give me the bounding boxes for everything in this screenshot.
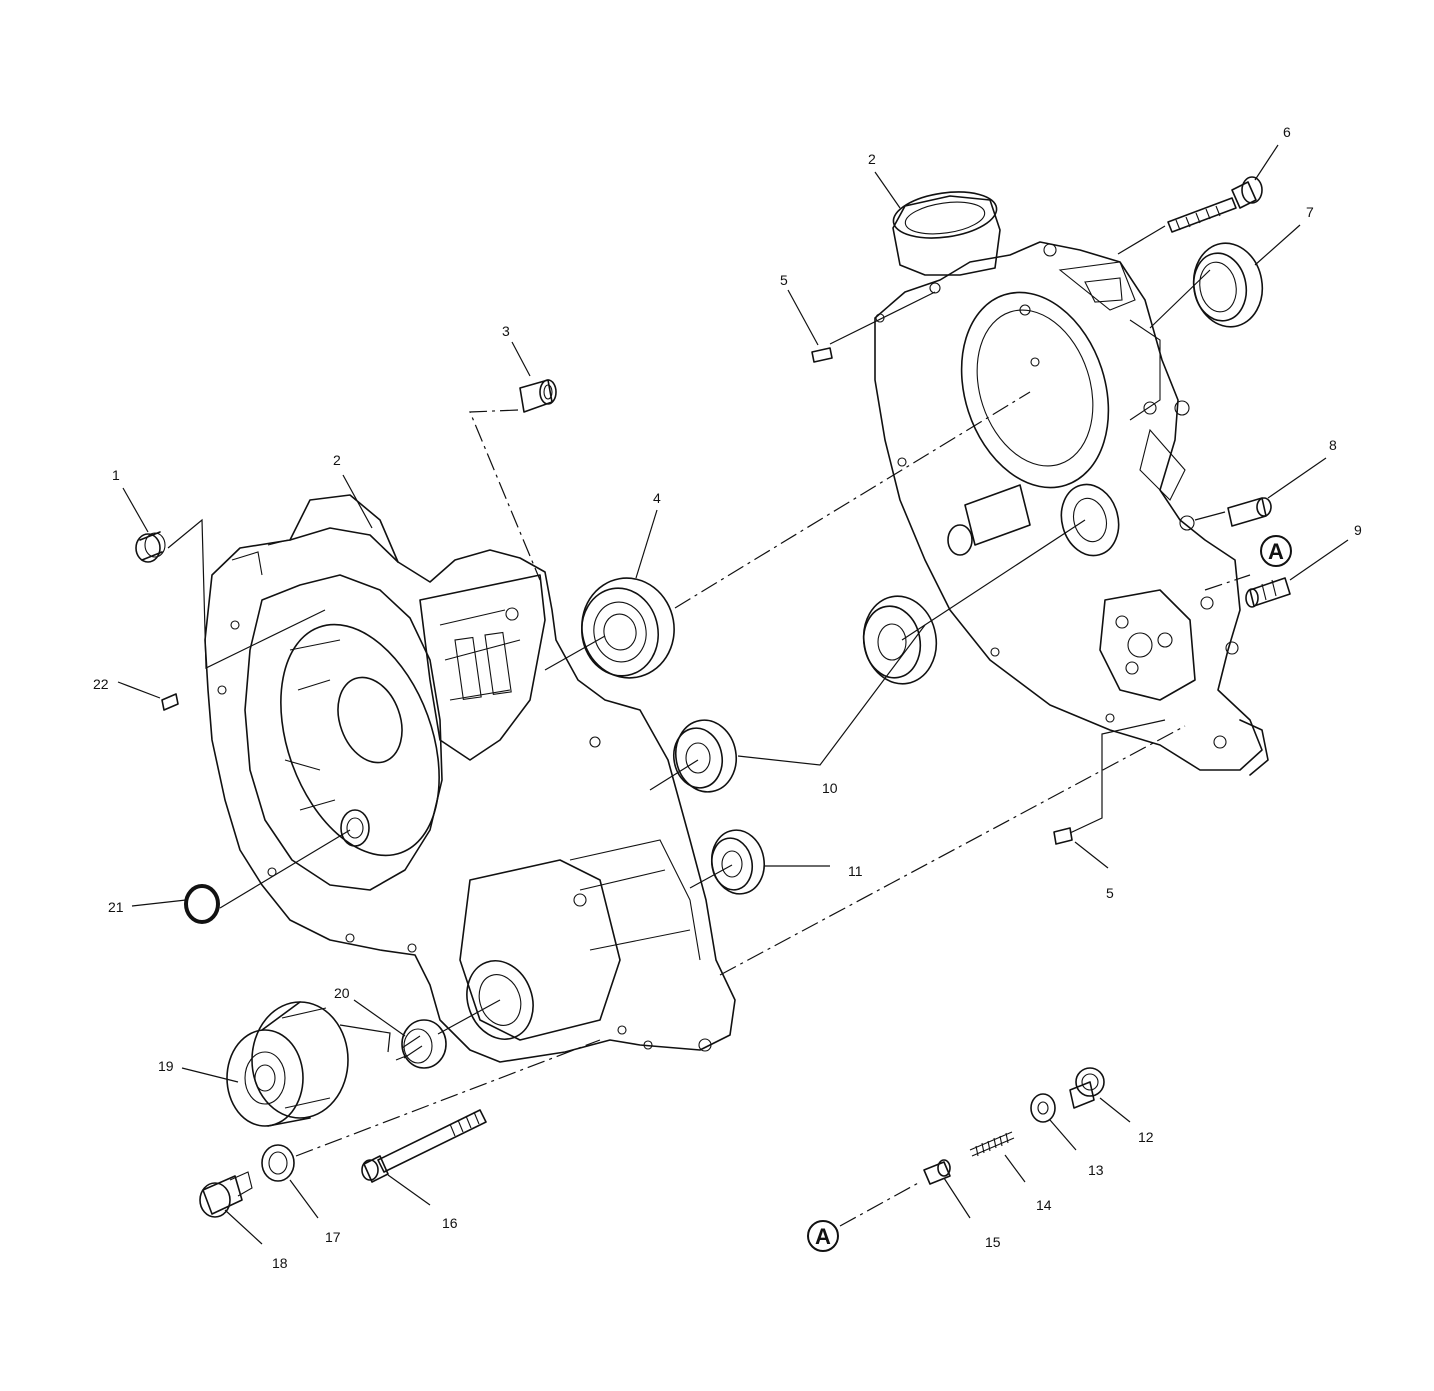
label-part-21: 21 <box>108 899 124 915</box>
left-crankcase-half <box>204 494 736 1063</box>
alignment-lines <box>167 225 1251 1227</box>
part-17-washer <box>261 1144 295 1182</box>
part-20-seal <box>401 1019 447 1069</box>
part-5-dowel-top <box>811 347 833 363</box>
reference-marker-a-lower: A <box>807 1220 839 1252</box>
part-3-bushing <box>519 379 557 413</box>
right-crankcase-half <box>874 191 1269 776</box>
part-12-bolt <box>1069 1067 1105 1109</box>
part-6-bolt <box>1167 176 1263 233</box>
label-part-14: 14 <box>1036 1197 1052 1213</box>
part-7-seal <box>1192 242 1264 328</box>
part-19-pulley <box>226 1001 349 1127</box>
part-11-bearing <box>710 829 766 895</box>
label-part-17: 17 <box>325 1229 341 1245</box>
part-8-pin <box>1227 497 1272 527</box>
label-part-8: 8 <box>1329 437 1337 453</box>
reference-marker-a-upper: A <box>1260 535 1292 567</box>
part-15-plunger <box>923 1159 951 1185</box>
part-13-washer <box>1030 1093 1056 1123</box>
part-5-dowel-bottom <box>1053 827 1073 845</box>
part-9-fitting <box>1245 577 1291 608</box>
label-part-22: 22 <box>93 676 109 692</box>
part-number-labels: 1 2 2 3 4 5 5 6 7 8 9 10 11 12 13 14 15 … <box>93 124 1362 1271</box>
label-part-12: 12 <box>1138 1129 1154 1145</box>
label-part-2-right: 2 <box>868 151 876 167</box>
part-4-bearing <box>581 577 675 679</box>
svg-text:A: A <box>1268 539 1284 564</box>
label-part-11: 11 <box>848 863 863 879</box>
label-part-15: 15 <box>985 1234 1001 1250</box>
label-part-9: 9 <box>1354 522 1362 538</box>
label-part-20: 20 <box>334 985 350 1001</box>
label-part-19: 19 <box>158 1058 174 1074</box>
label-part-6: 6 <box>1283 124 1291 140</box>
label-part-4: 4 <box>653 490 661 506</box>
part-1-bushing <box>135 531 166 563</box>
label-part-1: 1 <box>112 467 120 483</box>
part-16-stud-bolt <box>361 1109 487 1183</box>
svg-text:A: A <box>815 1224 831 1249</box>
callout-leaders <box>117 144 1349 1245</box>
part-10-bearing-lower <box>672 719 737 793</box>
part-14-spring <box>969 1131 1015 1157</box>
label-part-13: 13 <box>1088 1162 1104 1178</box>
label-part-18: 18 <box>272 1255 288 1271</box>
label-part-2-left: 2 <box>333 452 341 468</box>
part-18-plug <box>199 1171 253 1218</box>
label-part-5-top: 5 <box>780 272 788 288</box>
label-part-10: 10 <box>822 780 838 796</box>
label-part-16: 16 <box>442 1215 458 1231</box>
part-21-oring <box>184 884 220 924</box>
part-22-dowel <box>161 693 179 711</box>
label-part-3: 3 <box>502 323 510 339</box>
label-part-5-bottom: 5 <box>1106 885 1114 901</box>
part-10-bearing-upper <box>862 595 938 685</box>
label-part-7: 7 <box>1306 204 1314 220</box>
